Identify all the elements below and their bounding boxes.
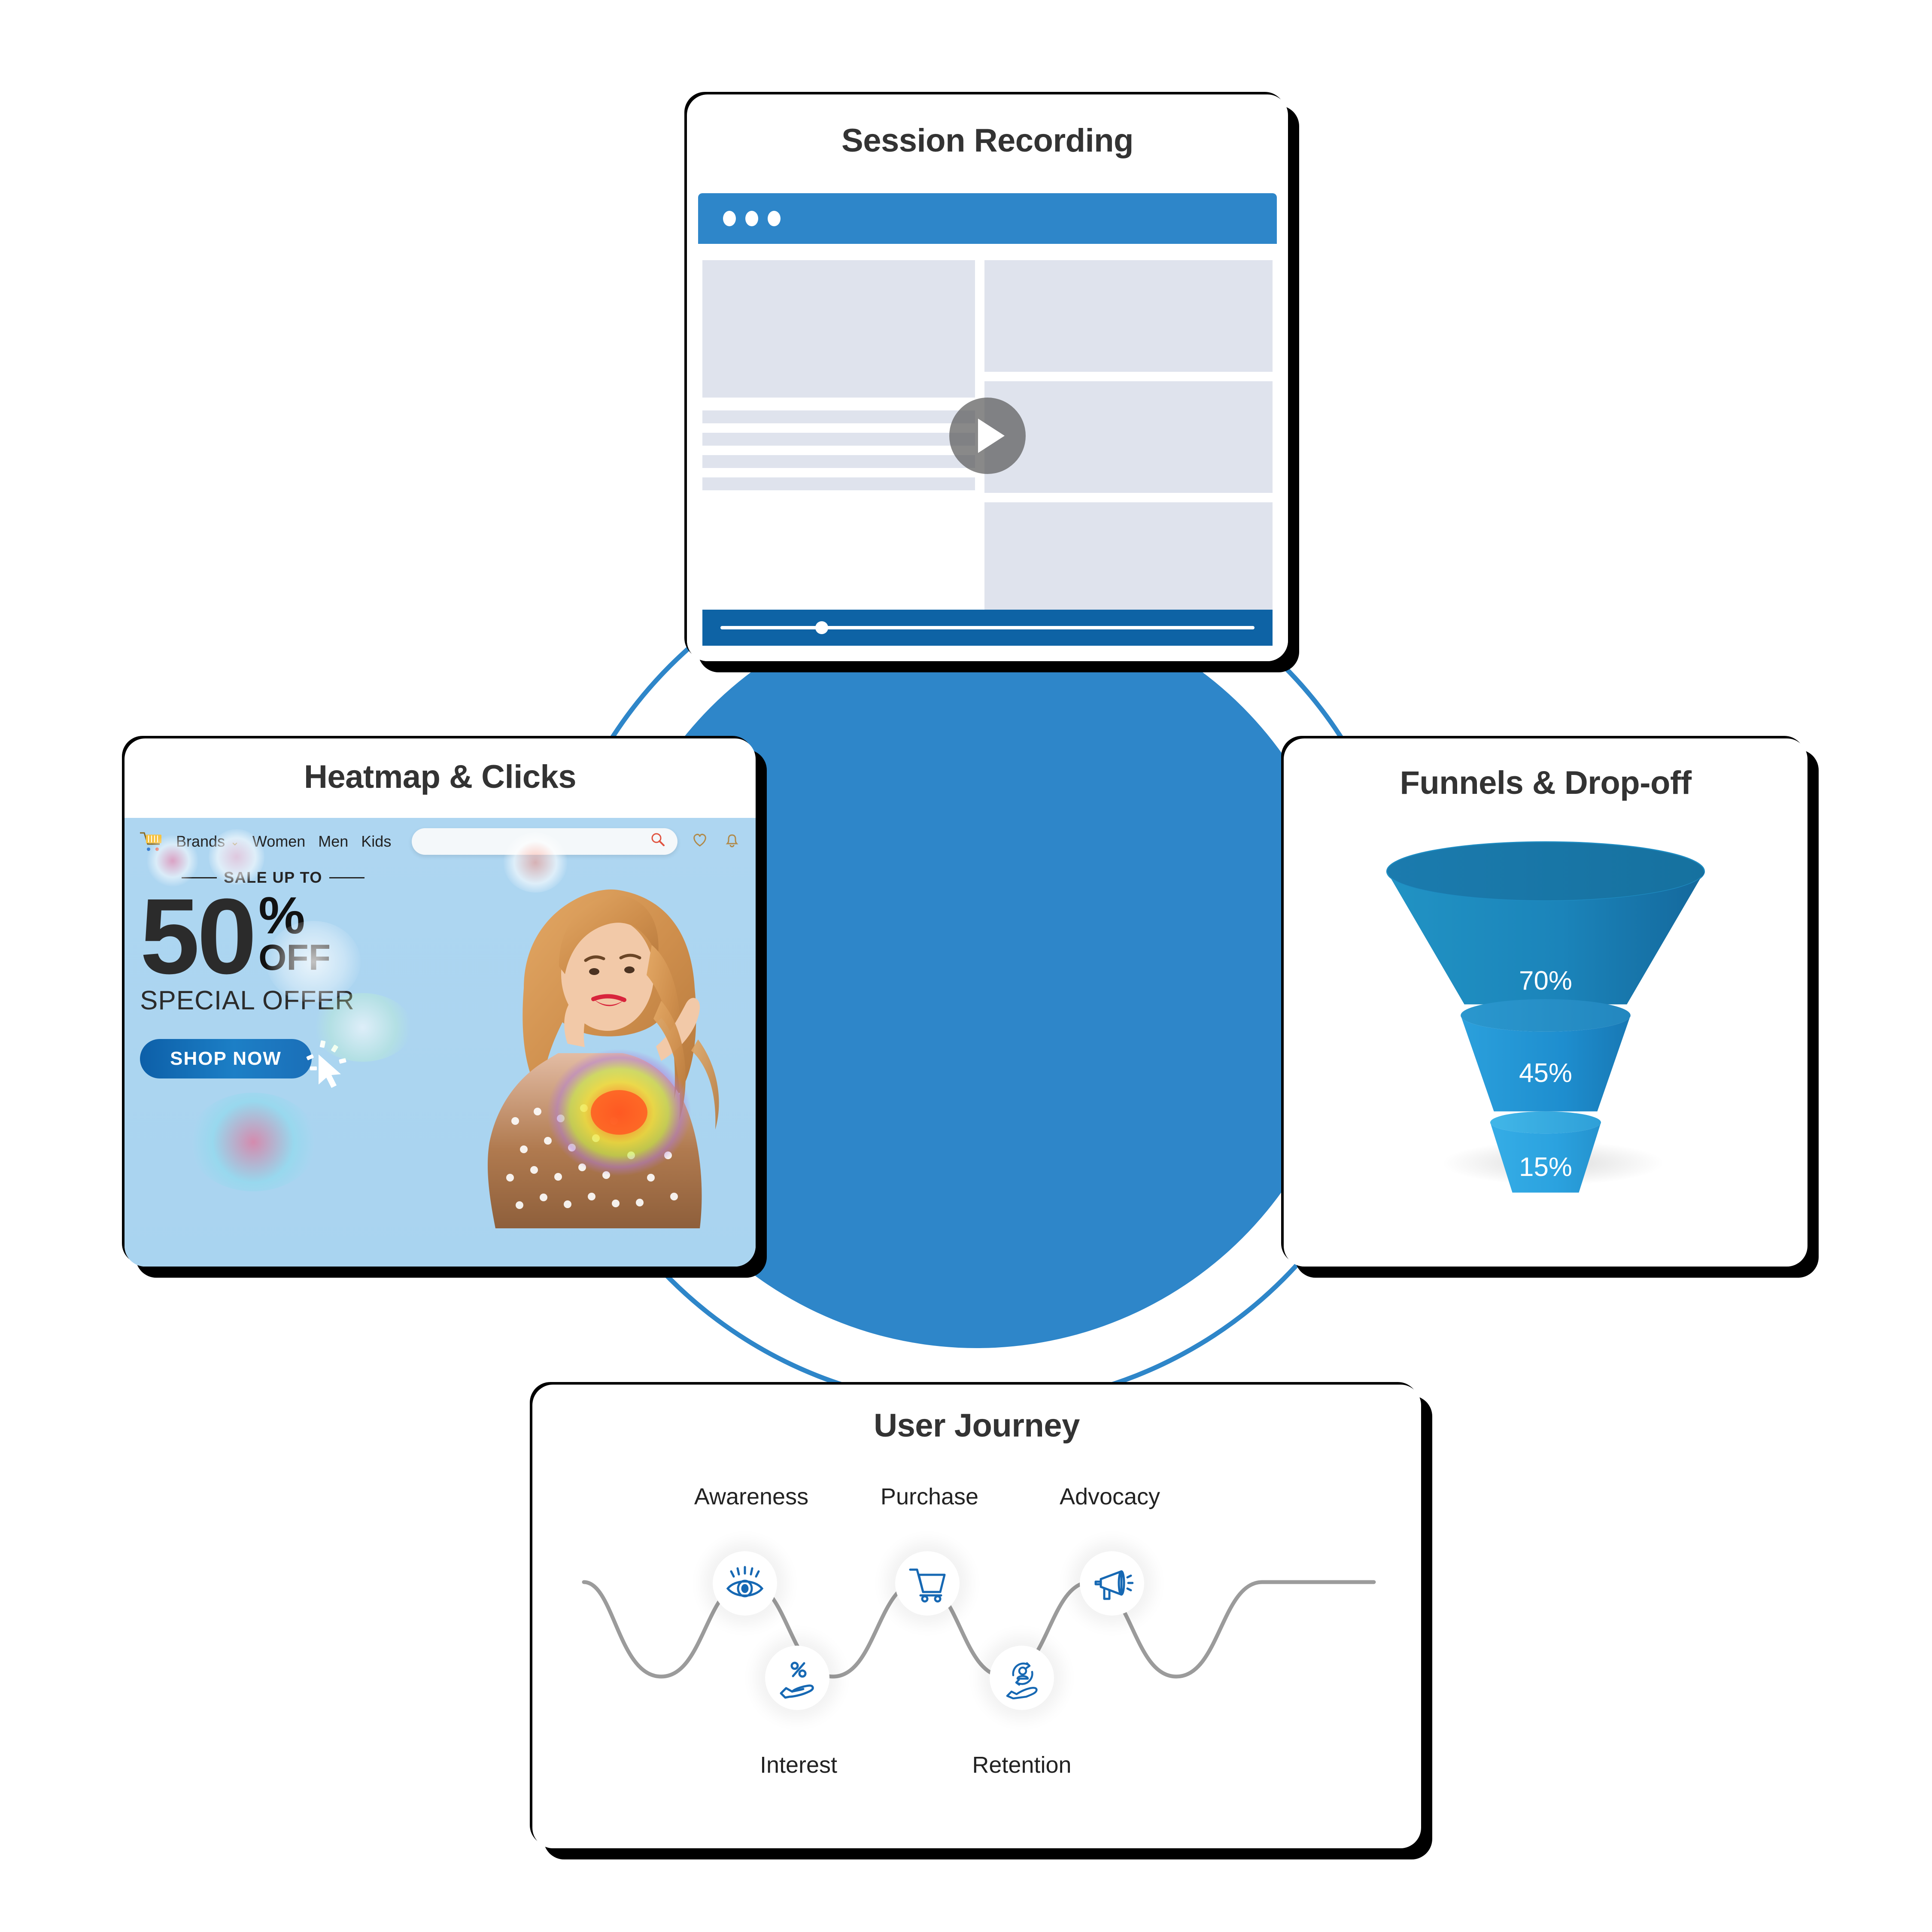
journey-stage-advocacy[interactable]: Advocacy — [1033, 1483, 1187, 1510]
nav-item-men[interactable]: Men — [318, 832, 349, 850]
wireframe-text-lines — [702, 410, 975, 490]
shopping-cart-logo-icon — [139, 831, 163, 852]
funnel-title: Funnels & Drop-off — [1400, 765, 1692, 801]
browser-titlebar — [698, 193, 1277, 244]
journey-wave-path — [582, 1580, 1376, 1679]
journey-label-purchase: Purchase — [880, 1484, 979, 1510]
journey-label-advocacy: Advocacy — [1059, 1484, 1160, 1510]
card-heatmap-clicks[interactable]: Heatmap & Clicks — [125, 738, 756, 1267]
divider-right — [329, 877, 365, 878]
heat-blob — [189, 1093, 318, 1191]
card-session-recording[interactable]: Session Recording — [687, 94, 1288, 661]
user-retention-icon — [1006, 1662, 1038, 1699]
journey-icon-purchase[interactable] — [895, 1551, 960, 1616]
funnel-value-3: 15% — [1519, 1152, 1572, 1182]
funnel-value-2: 45% — [1519, 1058, 1572, 1088]
shop-now-button[interactable]: SHOP NOW — [140, 1039, 346, 1088]
eye-icon — [726, 1566, 764, 1598]
journey-icon-awareness[interactable] — [713, 1551, 777, 1616]
progress-knob[interactable] — [815, 621, 829, 634]
bell-icon[interactable] — [722, 830, 741, 853]
percent-symbol: % — [258, 886, 305, 945]
wireframe-line — [702, 410, 975, 423]
card-funnels-dropoff[interactable]: Funnels & Drop-off — [1284, 738, 1807, 1267]
browser-mock — [687, 193, 1288, 661]
nav-item-women[interactable]: Women — [252, 832, 306, 850]
wireframe-hero-block — [702, 260, 975, 398]
journey-label-interest: Interest — [759, 1752, 838, 1778]
chevron-down-icon[interactable]: ⌄ — [230, 835, 240, 848]
wireframe-block — [984, 502, 1273, 614]
nav-item-brands[interactable]: Brands — [176, 832, 225, 850]
window-dot-3 — [768, 211, 781, 226]
discount-amount: 50 — [140, 876, 257, 996]
wireframe-block — [984, 381, 1273, 493]
hand-percent-icon — [780, 1662, 814, 1699]
wireframe-line — [702, 433, 975, 446]
heatmap-title: Heatmap & Clicks — [304, 759, 577, 795]
video-progress-bar[interactable] — [702, 610, 1273, 646]
journey-stage-awareness[interactable]: Awareness — [674, 1483, 829, 1510]
browser-viewport — [687, 244, 1288, 661]
journey-stage-interest[interactable]: Interest — [721, 1752, 876, 1778]
wireframe-line — [702, 455, 975, 468]
shop-now-label: SHOP NOW — [170, 1048, 282, 1069]
search-icon[interactable] — [649, 831, 666, 852]
funnel-value-1: 70% — [1519, 966, 1572, 996]
journey-label-awareness: Awareness — [694, 1484, 809, 1510]
search-input[interactable] — [412, 828, 677, 855]
promo-banner: SALE UP TO 50 % OFF SPECIAL OFFER SHOP N… — [140, 869, 406, 1088]
wireframe-block — [984, 260, 1273, 372]
click-cursor-icon — [304, 1040, 351, 1091]
wireframe-right-column — [984, 260, 1273, 614]
journey-title: User Journey — [874, 1407, 1080, 1444]
session-recording-title: Session Recording — [841, 122, 1133, 159]
progress-track[interactable] — [720, 621, 1255, 634]
shopping-cart-icon — [909, 1568, 946, 1603]
journey-label-retention: Retention — [972, 1752, 1072, 1778]
wireframe-left-column — [702, 260, 975, 614]
wireframe-line — [702, 477, 975, 490]
ecommerce-page-mock: Brands ⌄ Women Men Kids — [125, 818, 756, 1267]
megaphone-icon — [1094, 1570, 1133, 1600]
journey-icon-advocacy[interactable] — [1080, 1551, 1144, 1616]
play-triangle — [978, 419, 1005, 453]
journey-stage-retention[interactable]: Retention — [945, 1752, 1099, 1778]
site-nav[interactable]: Brands ⌄ Women Men Kids — [125, 818, 756, 860]
funnel-chart: 70% 45% 15% — [1386, 841, 1705, 1193]
nav-item-kids[interactable]: Kids — [361, 832, 392, 850]
journey-icon-retention[interactable] — [990, 1646, 1054, 1710]
off-label: OFF — [258, 937, 331, 978]
play-icon[interactable] — [949, 398, 1026, 474]
discount-row: 50 % OFF — [140, 876, 406, 996]
wireframe-grid — [702, 260, 1273, 614]
journey-icon-interest[interactable] — [765, 1646, 829, 1710]
window-dot-1 — [723, 211, 736, 226]
divider-left — [182, 877, 217, 878]
card-user-journey[interactable]: User Journey Awareness Interest — [532, 1385, 1421, 1848]
window-dot-2 — [745, 211, 758, 226]
journey-stage-purchase[interactable]: Purchase — [852, 1483, 1007, 1510]
heart-icon[interactable] — [690, 830, 709, 853]
discount-suffix: % OFF — [258, 886, 331, 978]
model-photo — [459, 859, 756, 1228]
